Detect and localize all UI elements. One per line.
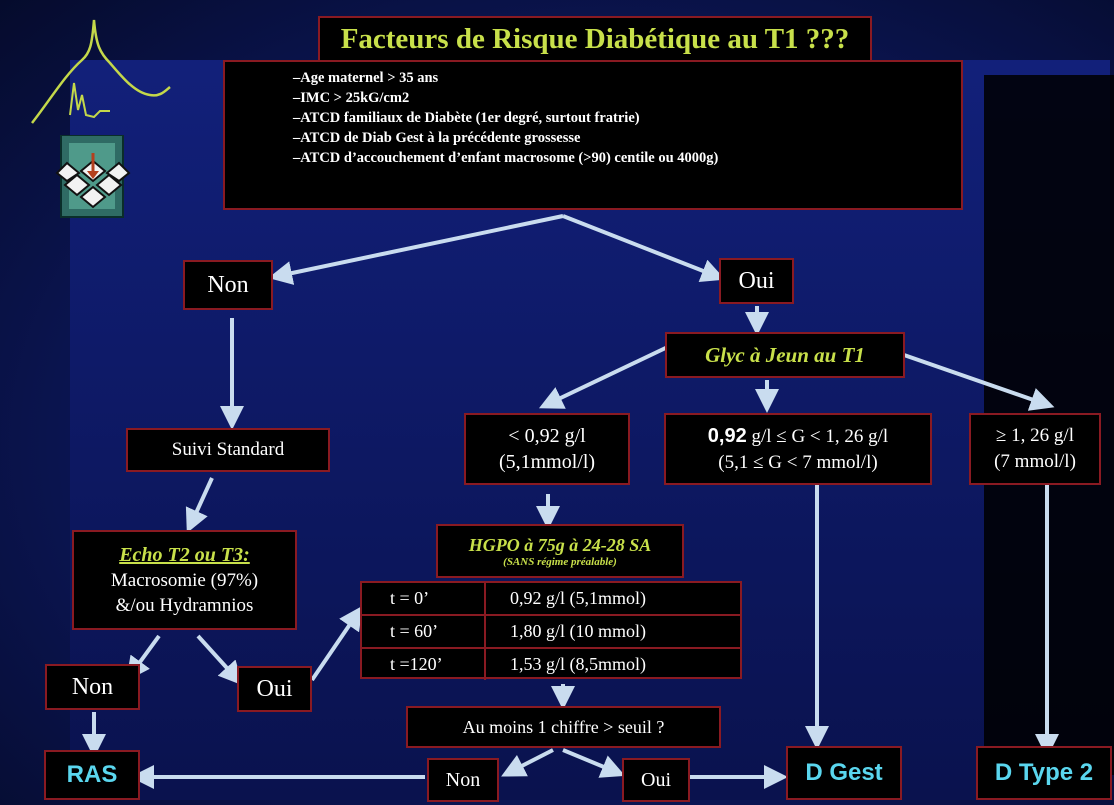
hgpo-subtitle: (SANS régime préalable): [503, 555, 617, 568]
arrow-to-non-top: [268, 214, 564, 285]
arrow-to-low: [538, 341, 677, 409]
glyc-high-line2: (7 mmol/l): [994, 451, 1076, 472]
hgpo-table: t = 0’ 0,92 g/l (5,1mmol) t = 60’ 1,80 g…: [360, 581, 742, 680]
risk-factor: –IMC > 25kG/cm2: [293, 90, 410, 106]
echo-line1: Macrosomie (97%): [110, 569, 259, 591]
hgpo-title: HGPO à 75g à 24-28 SA: [468, 534, 652, 555]
glyc-mid-bold: 0,92: [707, 424, 747, 447]
risk-factor: –ATCD d’accouchement d’enfant macrosome …: [293, 150, 719, 166]
echo-title: Echo T2 ou T3:: [119, 543, 250, 566]
table-value: 1,80 g/l (10 mmol): [510, 621, 646, 641]
non-bottom-box: Non: [427, 758, 499, 802]
table-time: t =120’: [362, 649, 486, 680]
non-top-box: Non: [183, 260, 273, 310]
seuil-box: Au moins 1 chiffre > seuil ?: [406, 706, 721, 748]
echo-box: Echo T2 ou T3: Macrosomie (97%) &/ou Hyd…: [72, 530, 297, 630]
suivi-standard-box: Suivi Standard: [126, 428, 330, 472]
arrow-to-oui-left: [196, 634, 243, 686]
oui-left-box: Oui: [237, 666, 312, 712]
oui-bottom-box: Oui: [622, 758, 690, 802]
glyc-high-box: ≥ 1, 26 g/l (7 mmol/l): [969, 413, 1101, 485]
table-value: 1,53 g/l (8,5mmol): [510, 654, 646, 674]
arrow-to-echo: [185, 477, 214, 534]
glyc-mid-line2: (5,1 ≤ G < 7 mmol/l): [718, 451, 878, 473]
glyc-low-line1: < 0,92 g/l: [508, 425, 586, 447]
risk-factor: –ATCD de Diab Gest à la précédente gross…: [293, 130, 581, 146]
arrow-to-high: [903, 353, 1055, 411]
arrow-seuil-to-non: [501, 748, 554, 777]
risk-factor: –ATCD familiaux de Diabète (1er degré, s…: [293, 110, 640, 126]
risk-factors-box: –Age maternel > 35 ans –IMC > 25kG/cm2 –…: [223, 60, 963, 210]
arrow-to-oui-top: [562, 214, 726, 283]
mountain-line-logo: [31, 19, 171, 124]
glyc-high-line1: ≥ 1, 26 g/l: [996, 425, 1074, 446]
ras-outcome: RAS: [44, 750, 140, 800]
dtype2-outcome: D Type 2: [976, 746, 1112, 800]
arrow-seuil-to-oui: [562, 748, 626, 778]
glyc-box: Glyc à Jeun au T1: [665, 332, 905, 378]
table-row: t = 0’ 0,92 g/l (5,1mmol): [362, 583, 740, 616]
table-value: 0,92 g/l (5,1mmol): [510, 588, 646, 608]
dgest-outcome: D Gest: [786, 746, 902, 800]
page-title: Facteurs de Risque Diabétique au T1 ???: [318, 16, 872, 62]
table-row: t =120’ 1,53 g/l (8,5mmol): [362, 649, 740, 680]
glyc-mid-line1: g/l ≤ G < 1, 26 g/l: [746, 425, 889, 447]
glyc-low-box: < 0,92 g/l (5,1mmol/l): [464, 413, 630, 485]
cube-icon: [55, 135, 131, 218]
non-left-box: Non: [45, 664, 140, 710]
risk-factor: –Age maternel > 35 ans: [293, 70, 439, 86]
oui-top-box: Oui: [719, 258, 794, 304]
table-time: t = 60’: [362, 616, 486, 647]
glyc-low-line2: (5,1mmol/l): [498, 451, 596, 473]
hgpo-box: HGPO à 75g à 24-28 SA (SANS régime préal…: [436, 524, 684, 578]
echo-line2: &/ou Hydramnios: [115, 594, 254, 616]
table-row: t = 60’ 1,80 g/l (10 mmol): [362, 616, 740, 649]
glyc-mid-box: 0,92 g/l ≤ G < 1, 26 g/l (5,1 ≤ G < 7 mm…: [664, 413, 932, 485]
arrow-to-table: [310, 605, 363, 682]
table-time: t = 0’: [362, 583, 486, 614]
